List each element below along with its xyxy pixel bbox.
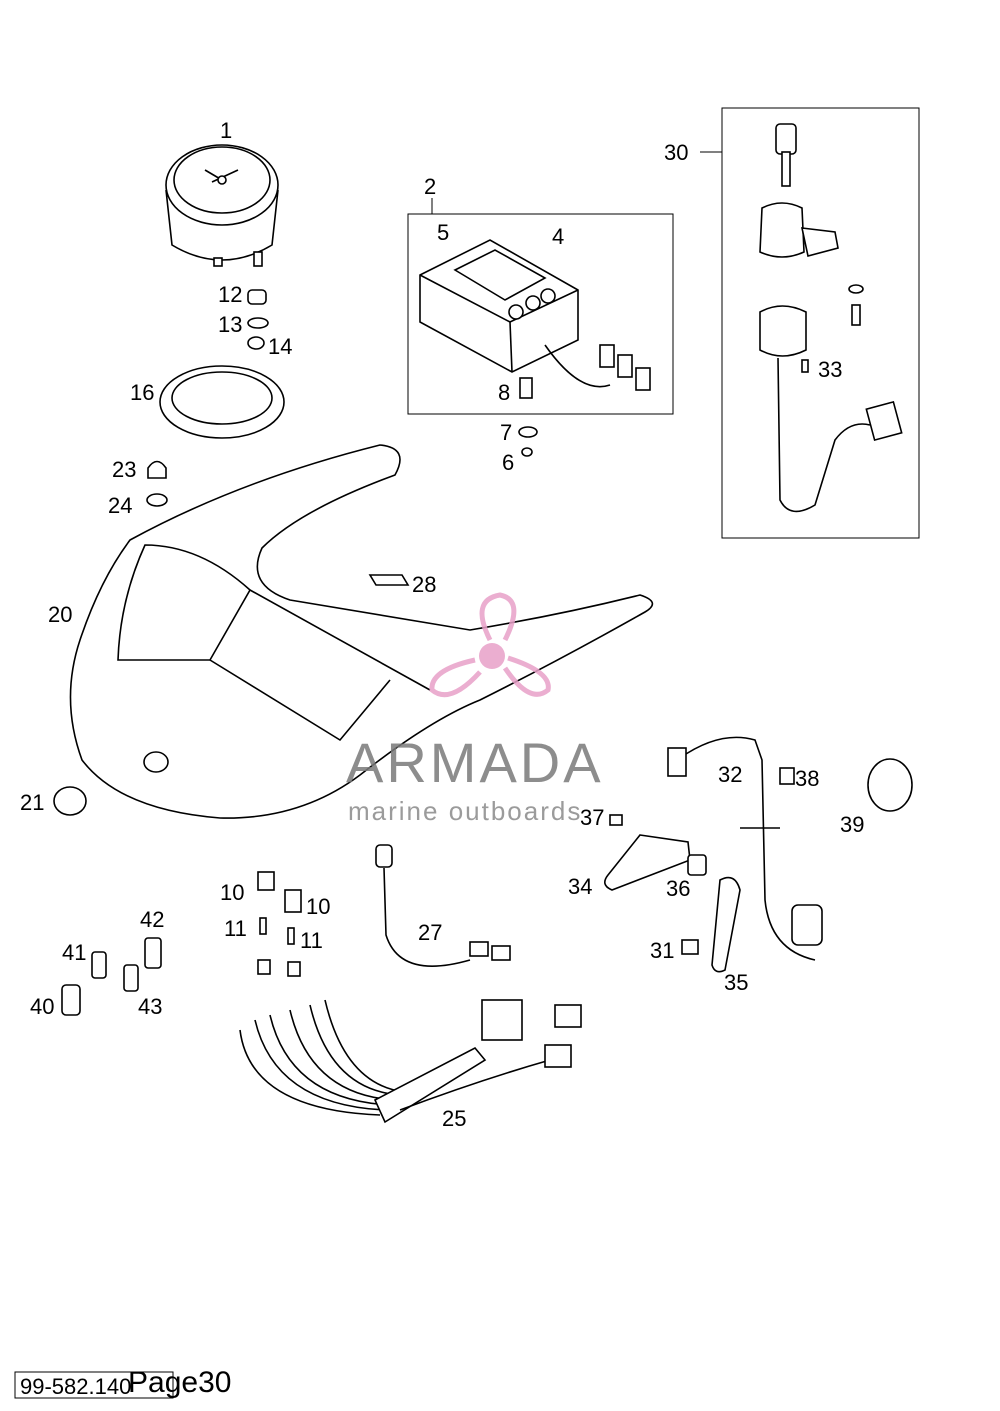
callout-4: 4 [552,224,564,249]
callout-27: 27 [418,920,442,945]
callout-28: 28 [412,572,436,597]
callout-33: 33 [818,357,842,382]
callout-38: 38 [795,766,819,791]
parts-nut-washer [247,289,269,350]
parts-cap-washer [146,460,168,507]
callout-20: 20 [48,602,72,627]
page-footer: 99-582.140 Page30 [14,1366,231,1399]
callout-21: 21 [20,790,44,815]
callout-36: 36 [666,876,690,901]
part-cable-27 [375,844,511,967]
callout-7: 7 [500,420,512,445]
callout-11b: 11 [300,928,323,953]
part-speed-sensor-cable [667,736,823,961]
part-fairing [69,444,654,819]
propeller-logo-icon [429,592,551,697]
callout-43: 43 [138,994,162,1019]
part-plug-cap [53,786,87,816]
callout-31: 31 [650,938,674,963]
callout-39: 39 [840,812,864,837]
callout-6: 6 [502,450,514,475]
callout-30: 30 [664,140,688,165]
part-ignition-switch-box [700,107,920,539]
callout-23: 23 [112,457,136,482]
callout-10b: 10 [306,894,330,919]
watermark-brand: ARMADA [346,731,604,794]
callout-13: 13 [218,312,242,337]
drawing-code: 99-582.140 [20,1374,131,1399]
callout-35: 35 [724,970,748,995]
part-ring [159,365,285,439]
callout-8: 8 [498,380,510,405]
parts-washer-nut-small [518,426,538,457]
callout-25: 25 [442,1106,466,1131]
callout-1: 1 [220,118,232,143]
callout-34: 34 [568,874,592,899]
part-gauge [165,144,279,267]
watermark-tagline: marine outboards [348,796,582,826]
callout-37: 37 [580,805,604,830]
parts-indicator-lamps [61,937,162,1016]
part-wiring-harness [239,871,582,1124]
part-display-unit-box [407,198,674,415]
callout-labels: 1 2 4 5 6 7 8 10 10 11 11 12 13 14 16 20… [20,118,864,1131]
callout-14: 14 [268,334,292,359]
page-number: Page30 [128,1366,231,1399]
callout-24: 24 [108,493,132,518]
callout-11a: 11 [224,916,247,941]
parts-brackets [604,758,913,973]
callout-40: 40 [30,994,54,1019]
callout-2: 2 [424,174,436,199]
callout-10a: 10 [220,880,244,905]
callout-5: 5 [437,220,449,245]
armada-watermark: ARMADA marine outboards [346,592,604,826]
callout-41: 41 [62,940,86,965]
callout-32: 32 [718,762,742,787]
callout-16: 16 [130,380,154,405]
callout-42: 42 [140,907,164,932]
callout-12: 12 [218,282,242,307]
